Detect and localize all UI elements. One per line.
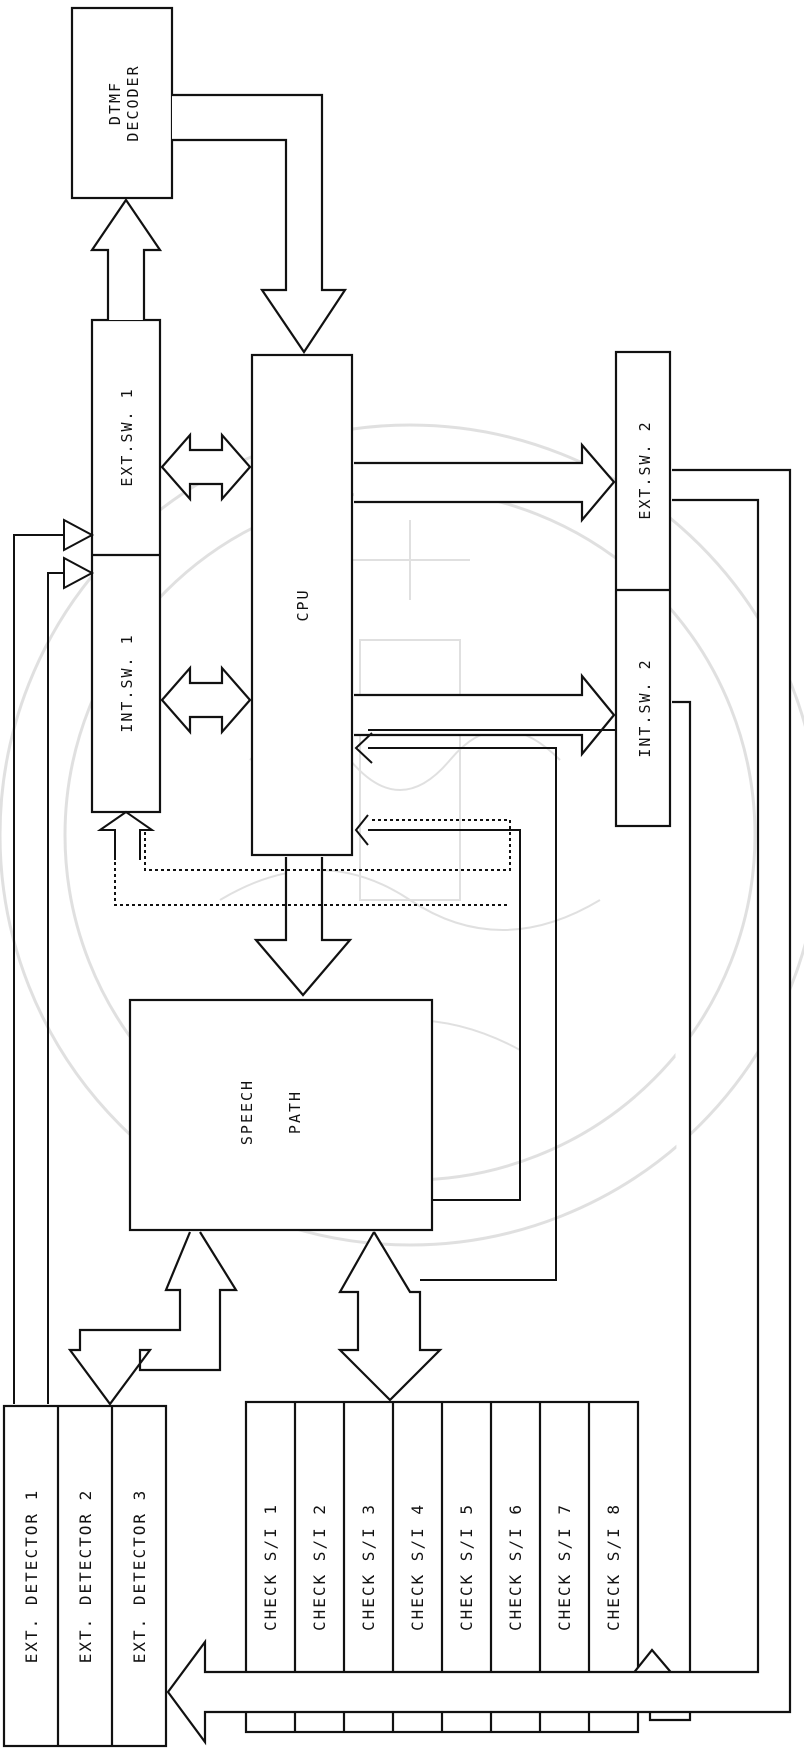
check-label-8: CHECK S/I 8 [604, 1503, 623, 1631]
bidir-extsw1-cpu [162, 435, 250, 499]
bus-speech-to-detectors [70, 1232, 236, 1404]
int-sw-2-label: INT.SW. 2 [636, 658, 654, 757]
check-label-3: CHECK S/I 3 [359, 1503, 378, 1631]
detector-label-3: EXT. DETECTOR 3 [130, 1489, 149, 1664]
speech-path-block [130, 1000, 432, 1230]
int-sw-1-label: INT.SW. 1 [118, 633, 136, 732]
cpu-label: CPU [294, 588, 312, 621]
detector-label-2: EXT. DETECTOR 2 [76, 1489, 95, 1664]
speech-label-line1: SPEECH [238, 1079, 256, 1145]
dtmf-label-line2: DECODER [124, 64, 142, 141]
dtmf-label-line1: DTMF [106, 81, 124, 125]
bus-speech-to-checks [340, 1232, 440, 1400]
check-label-4: CHECK S/I 4 [408, 1503, 427, 1631]
arrow-cpu-to-intsw2 [354, 676, 614, 754]
bus-dtmf-to-cpu [172, 95, 345, 352]
check-label-2: CHECK S/I 2 [310, 1503, 329, 1631]
check-label-1: CHECK S/I 1 [261, 1503, 280, 1631]
ext-sw-2-label: EXT.SW. 2 [636, 420, 654, 519]
line-detector2-to-intsw1 [48, 573, 70, 1404]
ext-sw-1-label: EXT.SW. 1 [118, 387, 136, 486]
check-label-7: CHECK S/I 7 [555, 1503, 574, 1631]
bidir-intsw1-cpu [162, 668, 250, 732]
detector-label-1: EXT. DETECTOR 1 [22, 1489, 41, 1664]
arrow-extsw1-to-dtmf [92, 200, 160, 320]
arrowhead-detector1-extsw1 [64, 520, 92, 550]
speech-label-line2: PATH [286, 1090, 304, 1134]
check-label-5: CHECK S/I 5 [457, 1503, 476, 1631]
check-label-6: CHECK S/I 6 [506, 1503, 525, 1631]
arrow-cpu-to-extsw2 [354, 445, 614, 520]
arrowhead-speech-cpu-upper [356, 815, 368, 845]
